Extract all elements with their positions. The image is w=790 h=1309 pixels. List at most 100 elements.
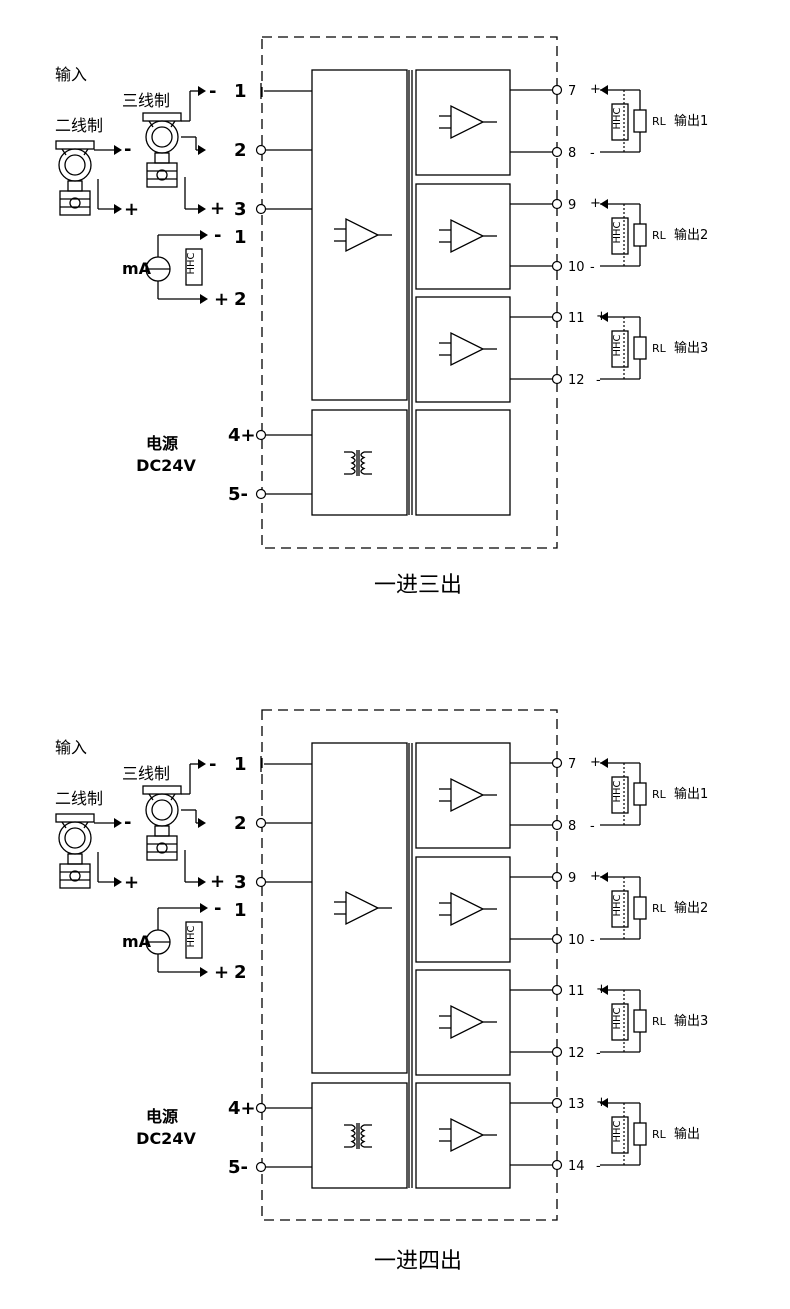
terminal-icon (255, 144, 267, 156)
terminal-icon (255, 1102, 267, 1114)
sign-minus: - (590, 146, 595, 161)
arrow-right-icon (200, 294, 208, 304)
power-terminal: 4+ (228, 1098, 256, 1119)
terminal-icon (255, 1161, 267, 1173)
load-resistor-icon (633, 782, 647, 806)
terminal-icon (551, 146, 563, 158)
hhc-box: HHC (611, 103, 629, 141)
two-wire-label: 二线制 (55, 116, 103, 135)
arrow-left-icon (600, 85, 608, 95)
ma-terminal: 2 (234, 962, 247, 983)
diagram-title: 一进三出 (374, 573, 462, 598)
arrow-right-icon (114, 204, 122, 214)
load-resistor-icon (633, 223, 647, 247)
output-terminal-pos: 7 (568, 84, 576, 99)
diagram-d2: 78+-HHCRL输出1910+-HHCRL输出21112+-HHCRL输出31… (55, 709, 708, 1274)
ma-label: mA (122, 259, 152, 278)
transformer-icon (344, 1123, 372, 1149)
output-label: 输出2 (674, 227, 708, 243)
output-block (415, 742, 511, 849)
terminal-icon (551, 1097, 563, 1109)
output-label: 输出 (674, 1126, 700, 1142)
arrow-right-icon (198, 145, 206, 155)
transmitter-icon (55, 140, 95, 216)
sign-plus: + (590, 82, 601, 97)
sign-plus: + (214, 962, 229, 983)
terminal-icon (551, 1159, 563, 1171)
load-resistor-icon (633, 109, 647, 133)
output-terminal-neg: 8 (568, 146, 576, 161)
load-resistor-icon (633, 1122, 647, 1146)
hhc-box: HHC (611, 330, 629, 368)
terminal-icon (551, 311, 563, 323)
sign-minus: - (214, 898, 221, 919)
arrow-right-icon (114, 877, 122, 887)
output-block (415, 409, 511, 516)
hhc-box: HHC (185, 248, 203, 286)
input-terminal: 3 (234, 199, 247, 220)
arrow-right-icon (198, 204, 206, 214)
output-terminal-pos: 9 (568, 871, 576, 886)
arrow-right-icon (200, 903, 208, 913)
sign-plus: + (210, 198, 225, 219)
sign-minus: - (209, 81, 216, 102)
output-block (415, 183, 511, 290)
hhc-box: HHC (611, 1116, 629, 1154)
hhc-box: HHC (611, 217, 629, 255)
arrow-right-icon (198, 86, 206, 96)
output-label: 输出2 (674, 900, 708, 916)
ma-terminal: 1 (234, 227, 247, 248)
output-terminal-neg: 12 (568, 1046, 585, 1061)
hhc-label: HHC (612, 221, 623, 243)
output-label: 输出3 (674, 1013, 708, 1029)
arrow-left-icon (600, 872, 608, 882)
input-block (311, 742, 408, 1074)
terminal-icon (255, 429, 267, 441)
sign-minus: - (590, 260, 595, 275)
power-label: 电源 (146, 1107, 178, 1126)
sign-plus: + (210, 871, 225, 892)
arrow-left-icon (600, 199, 608, 209)
power-label: 电源 (146, 434, 178, 453)
power-block (311, 409, 408, 516)
hhc-box: HHC (185, 921, 203, 959)
hhc-label: HHC (612, 1120, 623, 1142)
sign-minus: - (124, 139, 131, 160)
ma-terminal: 1 (234, 900, 247, 921)
sign-minus: - (590, 819, 595, 834)
output-terminal-pos: 13 (568, 1097, 585, 1112)
power-terminal: 4+ (228, 425, 256, 446)
sign-minus: - (590, 933, 595, 948)
terminal-icon (551, 260, 563, 272)
input-terminal: 3 (234, 872, 247, 893)
amplifier-icon (334, 217, 392, 253)
input-terminal: 1 (234, 81, 247, 102)
three-wire-label: 三线制 (122, 91, 170, 110)
rl-label: RL (652, 229, 667, 242)
transmitter-icon (142, 785, 182, 861)
hhc-label: HHC (612, 107, 623, 129)
output-terminal-neg: 14 (568, 1159, 585, 1174)
power-block (311, 1082, 408, 1189)
terminal-icon (255, 203, 267, 215)
power-terminal: 5- (228, 484, 248, 505)
arrow-right-icon (200, 967, 208, 977)
terminal-icon (551, 819, 563, 831)
terminal-icon (551, 757, 563, 769)
hhc-label: HHC (612, 780, 623, 802)
output-terminal-pos: 11 (568, 311, 585, 326)
amplifier-icon (439, 1004, 497, 1040)
sign-minus: - (596, 1159, 601, 1174)
output-block (415, 856, 511, 963)
sign-plus: + (124, 872, 139, 893)
sign-minus: - (214, 225, 221, 246)
hhc-box: HHC (611, 776, 629, 814)
sign-plus: + (590, 869, 601, 884)
ma-terminal: 2 (234, 289, 247, 310)
rl-label: RL (652, 1015, 667, 1028)
arrow-left-icon (600, 758, 608, 768)
arrow-left-icon (600, 1098, 608, 1108)
arrow-right-icon (198, 759, 206, 769)
